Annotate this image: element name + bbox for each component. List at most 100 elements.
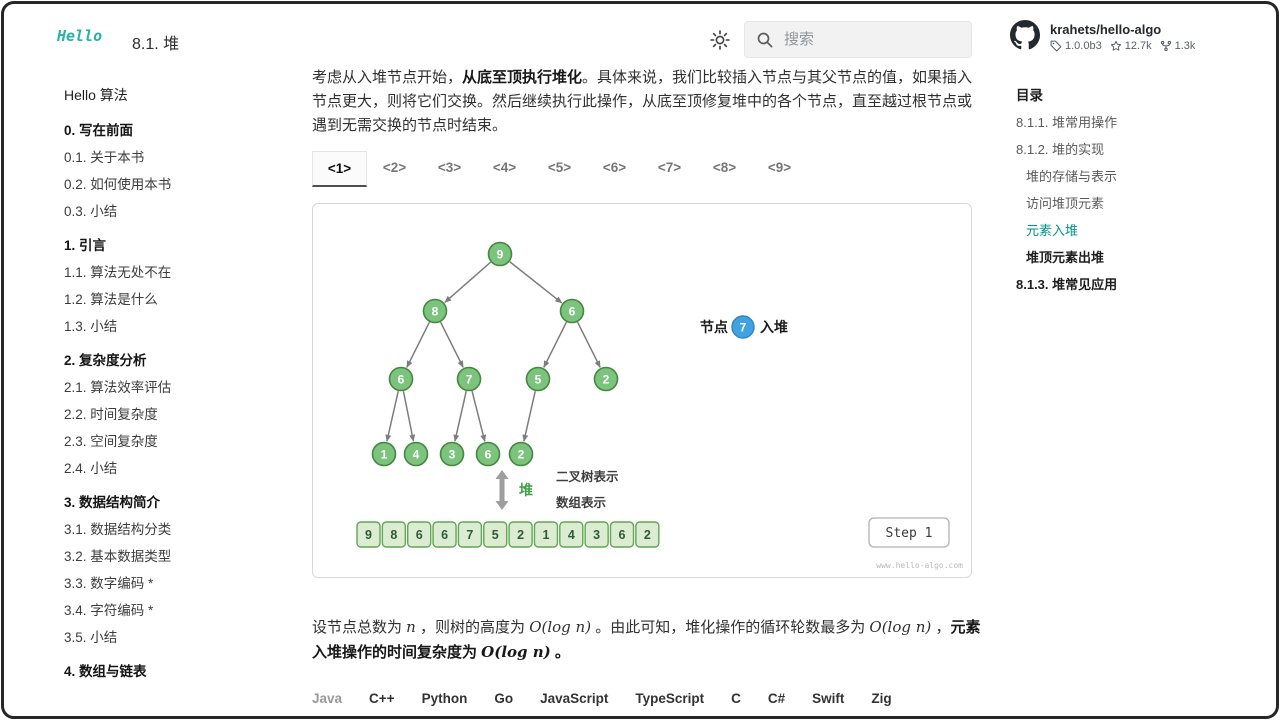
lang-tab[interactable]: Go [494, 691, 514, 706]
sidebar-item[interactable]: 3.5. 小结 [64, 630, 118, 645]
github-icon [1010, 20, 1040, 50]
array-cell [406, 521, 432, 548]
tree-node [388, 366, 414, 392]
repo-meta: 1.0.0b3 12.7k 1.3k [1050, 40, 1195, 52]
sidebar-item[interactable]: 1. 引言 [64, 238, 107, 253]
toc-item[interactable]: 元素入堆 [1026, 223, 1079, 238]
toc-item[interactable]: 堆顶元素出堆 [1026, 250, 1105, 265]
tree-edge [406, 321, 431, 368]
sidebar-item[interactable]: 2.1. 算法效率评估 [64, 380, 172, 395]
text-segment: 。 [550, 644, 570, 661]
sidebar-item[interactable]: 3.4. 字符编码 * [64, 603, 154, 618]
array-cell-value: 3 [593, 528, 600, 542]
sidebar-item[interactable]: 1.1. 算法无处不在 [64, 265, 172, 280]
sidebar-item[interactable]: 3. 数据结构简介 [64, 495, 161, 510]
logo-text: Hello [56, 27, 102, 45]
array-cell [584, 521, 609, 548]
tree-node-value: 5 [535, 373, 542, 387]
lang-tab[interactable]: TypeScript [635, 691, 705, 706]
tree-node [456, 366, 482, 392]
repo-forks: 1.3k [1174, 40, 1196, 52]
search-input[interactable] [784, 31, 944, 48]
lang-tab[interactable]: Java [312, 691, 343, 706]
sidebar-item[interactable]: 2.3. 空间复杂度 [64, 434, 158, 449]
array-cell-value: 6 [441, 528, 448, 542]
tree-node-value: 3 [449, 448, 456, 462]
figure-tab[interactable]: <7> [657, 160, 682, 175]
lang-tab[interactable]: Python [421, 691, 468, 706]
text-segment: 元素入堆操作的时间复杂度为 [312, 619, 981, 661]
toc-item[interactable]: 8.1.1. 堆常用操作 [1016, 115, 1118, 130]
lang-tab[interactable]: JavaScript [540, 691, 609, 706]
sidebar-item[interactable]: 2.2. 时间复杂度 [64, 407, 158, 422]
figure-tab[interactable]: <6> [602, 160, 627, 175]
tree-node-value: 2 [603, 373, 610, 387]
tree-edge [444, 261, 492, 303]
lang-tab[interactable]: Zig [871, 691, 892, 706]
paragraph-bottom: 设节点总数为 n ，则树的高度为 O(log n) 。由此可知，堆化操作的循环轮… [312, 615, 984, 665]
sidebar-item[interactable]: 2.4. 小结 [64, 461, 118, 476]
tree-node [371, 441, 397, 467]
tag-icon [1050, 40, 1062, 52]
sidebar-item[interactable]: 2. 复杂度分析 [64, 353, 147, 368]
array-cell-value: 7 [466, 528, 473, 542]
sidebar-item[interactable]: 0. 写在前面 [64, 123, 134, 138]
figure-tab[interactable]: <1> [312, 151, 367, 187]
tree-repr-label: 二叉树表示 [556, 469, 619, 484]
lang-tab[interactable]: C++ [369, 691, 395, 706]
tree-edge [522, 391, 536, 442]
figure-tab[interactable]: <8> [712, 160, 737, 175]
lang-tab[interactable]: C [731, 691, 741, 706]
toc-item[interactable]: 堆的存储与表示 [1026, 169, 1118, 184]
sun-icon [710, 30, 730, 50]
repo-link[interactable]: krahets/hello-algo 1.0.0b3 12.7k [1010, 20, 1195, 52]
tree-edge [543, 321, 568, 368]
figure-tab[interactable]: <9> [767, 160, 792, 175]
step-badge [868, 517, 950, 548]
array-cell-value: 1 [542, 528, 549, 542]
sidebar-item[interactable]: 0.2. 如何使用本书 [64, 177, 172, 192]
theme-toggle-icon[interactable] [706, 26, 734, 54]
array-cell [483, 521, 508, 548]
tree-edge [453, 391, 467, 442]
tree-node [439, 441, 465, 467]
lang-tab[interactable]: Swift [812, 691, 845, 706]
main-content: 考虑从入堆节点开始，从底至顶执行堆化。具体来说，我们比较插入节点与其父节点的值，… [312, 52, 984, 706]
figure-tab[interactable]: <4> [492, 160, 517, 175]
toc-title: 目录 [1016, 88, 1043, 103]
array-cell [356, 521, 381, 548]
search-box[interactable] [744, 21, 972, 58]
sidebar-item[interactable]: 3.2. 基本数据类型 [64, 549, 172, 564]
lang-tab[interactable]: C# [767, 691, 786, 706]
sidebar-item[interactable]: 0.3. 小结 [64, 204, 118, 219]
sidebar-brand[interactable]: Hello 算法 [64, 87, 128, 103]
sidebar-item[interactable]: 3.3. 数字编码 * [64, 576, 154, 591]
text-segment: 考虑从入堆节点开始， [312, 69, 463, 86]
insert-node-icon [731, 315, 755, 339]
toc-item[interactable]: 访问堆顶元素 [1026, 196, 1105, 211]
tree-edge [439, 321, 464, 368]
sidebar-item[interactable]: 1.2. 算法是什么 [64, 292, 158, 307]
paragraph-top: 考虑从入堆节点开始，从底至顶执行堆化。具体来说，我们比较插入节点与其父节点的值，… [312, 66, 984, 138]
figure-tab[interactable]: <3> [437, 160, 462, 175]
repo-stars: 12.7k [1124, 40, 1152, 52]
tree-node-value: 6 [485, 448, 492, 462]
array-cell [533, 521, 559, 548]
sidebar-item[interactable]: 0.1. 关于本书 [64, 150, 145, 165]
hello-algo-logo[interactable]: Hello [56, 20, 116, 52]
figure-tab[interactable]: <2> [382, 160, 407, 175]
tree-edge [576, 321, 601, 368]
sidebar-item[interactable]: 3.1. 数据结构分类 [64, 522, 172, 537]
sidebar-item[interactable]: 4. 数组与链表 [64, 664, 147, 679]
sidebar-item[interactable]: 1.3. 小结 [64, 319, 118, 334]
toc-item[interactable]: 8.1.3. 堆常见应用 [1016, 277, 1118, 292]
text-segment: O(log n) [529, 618, 592, 636]
forks-group: 1.3k [1160, 40, 1196, 52]
toc-item[interactable]: 8.1.2. 堆的实现 [1016, 142, 1105, 157]
figure-tab[interactable]: <5> [547, 160, 572, 175]
tree-node-value: 4 [413, 448, 420, 462]
text-segment: ，则树的高度为 [415, 619, 530, 636]
tree-node [475, 441, 501, 467]
